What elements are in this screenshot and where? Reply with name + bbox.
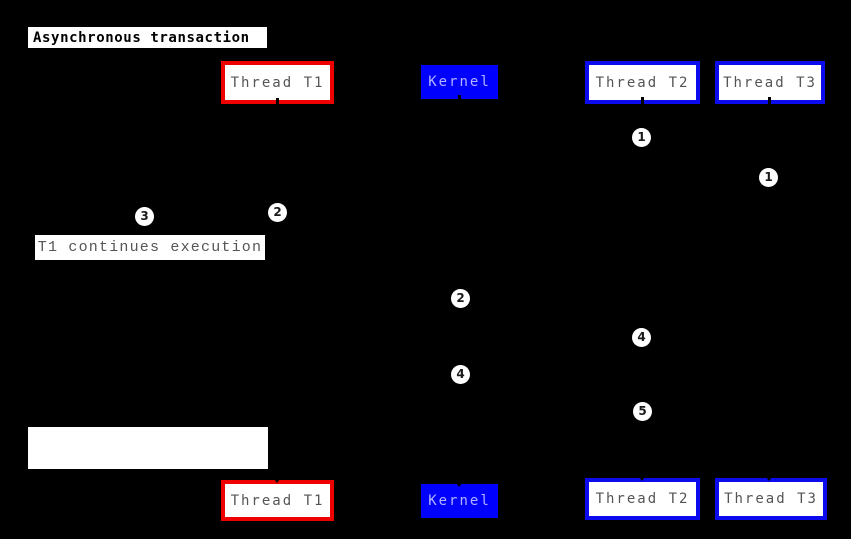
lifeline-arrow-kernel-icon bbox=[453, 479, 465, 487]
lane-bottom-thread-t1: Thread T1 bbox=[221, 480, 334, 521]
lifeline-arrow-thread-t3-icon bbox=[763, 473, 775, 481]
lane-bottom-thread-t3: Thread T3 bbox=[715, 478, 827, 520]
lane-label: Thread T3 bbox=[724, 491, 818, 507]
lane-label: Thread T2 bbox=[595, 74, 690, 91]
lane-label: Thread T3 bbox=[723, 74, 817, 91]
step-marker-1-t2: 1 bbox=[632, 128, 651, 147]
lifeline-thread-t3 bbox=[768, 97, 771, 474]
step-marker-1-t3: 1 bbox=[759, 168, 778, 187]
lane-label: Thread T1 bbox=[230, 492, 325, 509]
step-marker-5-t2: 5 bbox=[633, 402, 652, 421]
lifeline-arrow-thread-t2-icon bbox=[636, 473, 648, 481]
lane-top-kernel: Kernel bbox=[421, 65, 498, 99]
diagram-title: Asynchronous transaction bbox=[28, 27, 267, 48]
note-t1-continues: T1 continues execution bbox=[35, 235, 265, 260]
step-marker-4-t2: 4 bbox=[632, 328, 651, 347]
lane-label: Thread T2 bbox=[595, 491, 690, 507]
lifeline-kernel bbox=[458, 95, 461, 480]
lane-top-thread-t3: Thread T3 bbox=[715, 61, 825, 104]
lifeline-thread-t2 bbox=[641, 97, 644, 474]
step-marker-2-t1: 2 bbox=[268, 203, 287, 222]
step-marker-2-kernel: 2 bbox=[451, 289, 470, 308]
blank-label-box bbox=[28, 427, 268, 469]
lane-bottom-kernel: Kernel bbox=[421, 484, 498, 518]
lane-label: Kernel bbox=[428, 493, 491, 509]
step-marker-3: 3 bbox=[135, 207, 154, 226]
lane-bottom-thread-t2: Thread T2 bbox=[585, 478, 700, 520]
lifeline-arrow-thread-t1-icon bbox=[271, 475, 283, 483]
step-marker-4-kernel: 4 bbox=[451, 365, 470, 384]
lifeline-thread-t1 bbox=[276, 98, 279, 476]
lane-label: Thread T1 bbox=[230, 74, 325, 91]
lane-label: Kernel bbox=[428, 74, 491, 90]
